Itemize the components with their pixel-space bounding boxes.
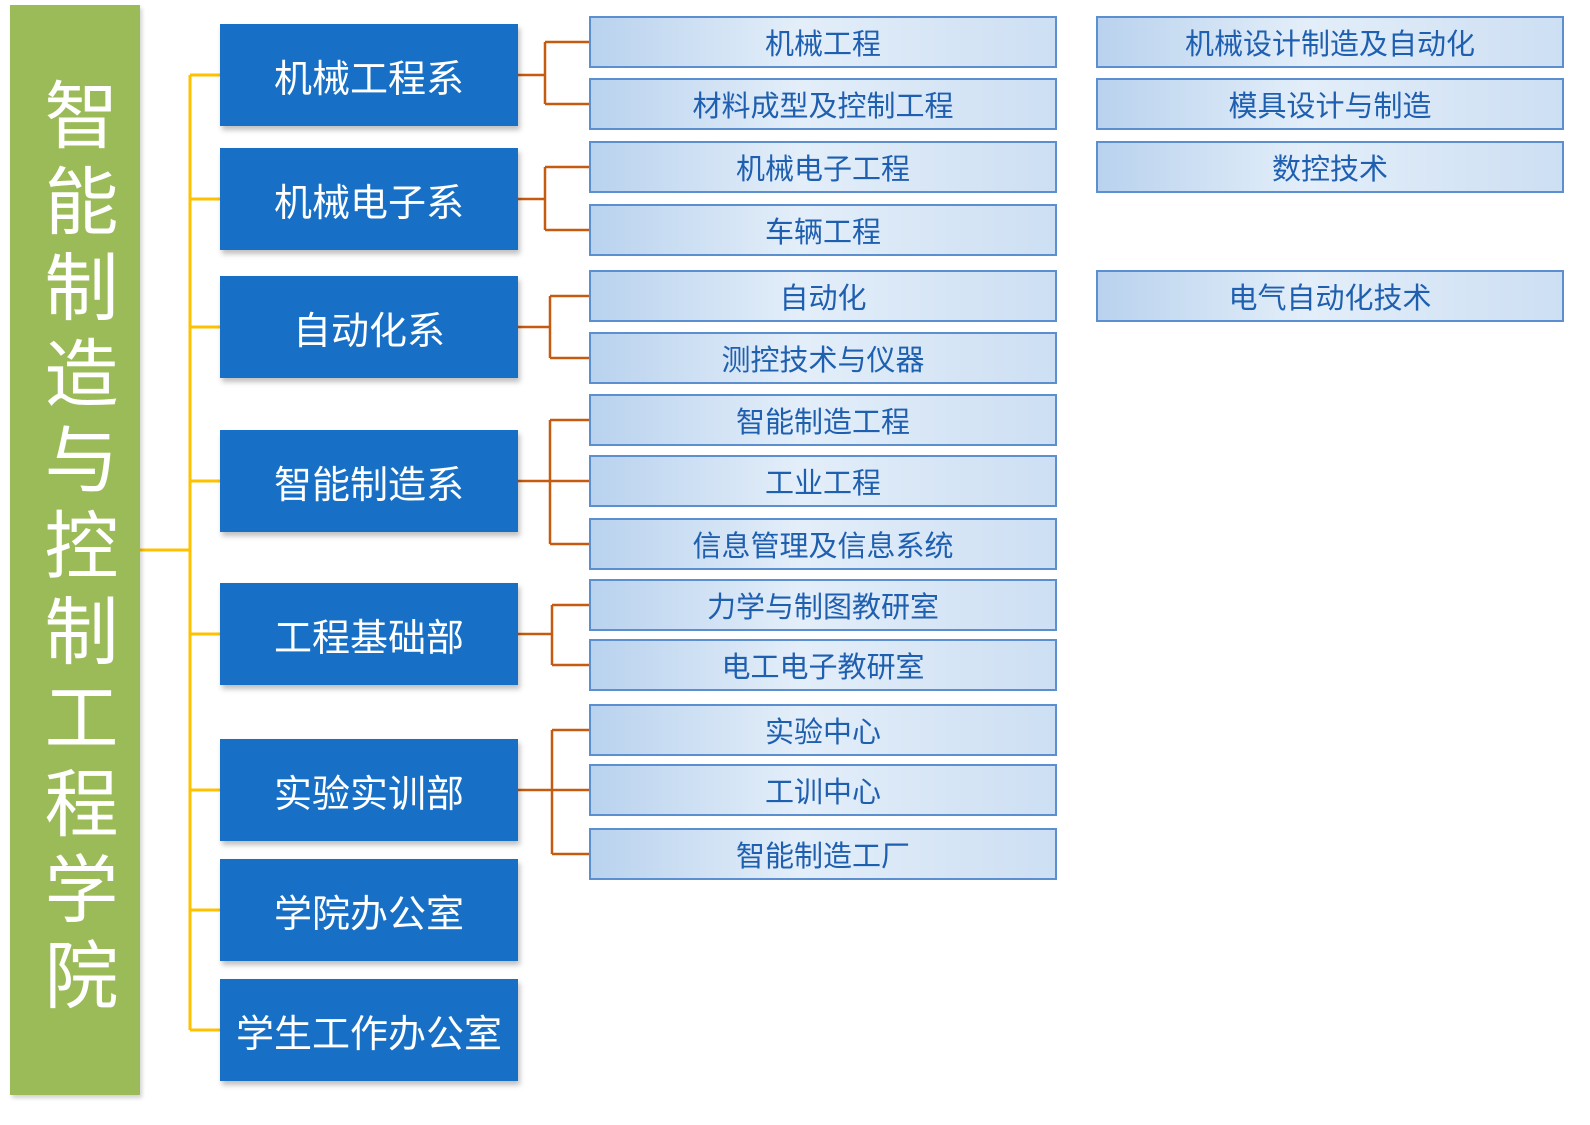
major-box: 材料成型及控制工程 [589,78,1057,130]
dept-box-mechanical-engineering: 机械工程系 [220,24,518,126]
major-box: 机械电子工程 [589,141,1057,193]
major-box: 智能制造工程 [589,394,1057,446]
major-box: 机械工程 [589,16,1057,68]
college-title: 智能制造与控制工程学院 [32,77,118,1023]
dept-box-automation: 自动化系 [220,276,518,378]
dept-box-mechatronics: 机械电子系 [220,148,518,250]
major-box: 车辆工程 [589,204,1057,256]
major-box: 电工电子教研室 [589,639,1057,691]
dept-box-engineering-foundation: 工程基础部 [220,583,518,685]
dept-box-intelligent-manufacturing: 智能制造系 [220,430,518,532]
dept-box-college-office: 学院办公室 [220,859,518,961]
major-box: 工业工程 [589,455,1057,507]
major-box: 力学与制图教研室 [589,579,1057,631]
dept-box-experiment-training: 实验实训部 [220,739,518,841]
vocational-major-box: 模具设计与制造 [1096,78,1564,130]
major-box: 测控技术与仪器 [589,332,1057,384]
vocational-major-box: 机械设计制造及自动化 [1096,16,1564,68]
college-box: 智能制造与控制工程学院 [10,5,140,1095]
major-box: 智能制造工厂 [589,828,1057,880]
major-box: 信息管理及信息系统 [589,518,1057,570]
major-box: 自动化 [589,270,1057,322]
vocational-major-box: 电气自动化技术 [1096,270,1564,322]
dept-box-student-affairs-office: 学生工作办公室 [220,979,518,1081]
major-box: 实验中心 [589,704,1057,756]
major-box: 工训中心 [589,764,1057,816]
vocational-major-box: 数控技术 [1096,141,1564,193]
